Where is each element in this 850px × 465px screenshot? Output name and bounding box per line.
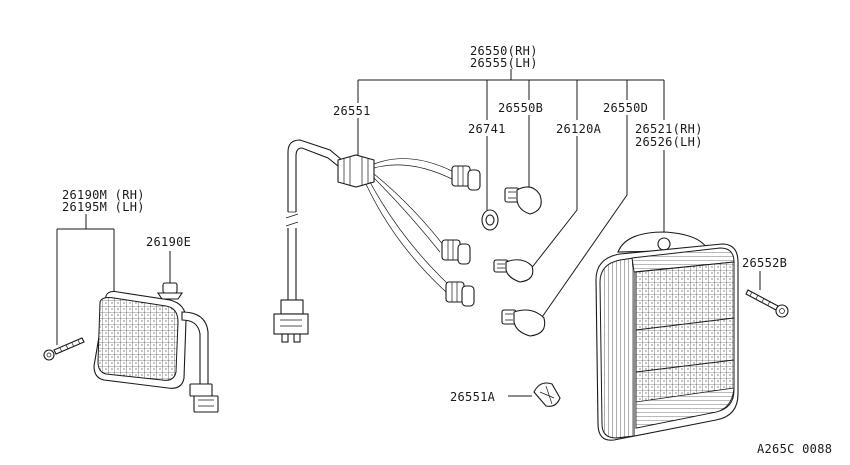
diagram-code: A265C 0088 [757,442,832,456]
label-clip: 26551A [450,390,496,404]
clip-part [533,382,561,407]
label-side-clip: 26190E [146,235,191,249]
socket-1 [451,165,481,191]
label-bulb-d: 26550D [603,101,648,115]
label-bulb-a: 26120A [556,122,602,136]
label-socket: 26741 [468,122,506,136]
socket-2 [441,239,471,265]
bulb-d [501,309,546,337]
label-lens-lh: 26526(LH) [635,135,703,149]
side-clip-part [156,282,184,300]
screw-part [745,289,789,318]
bulb-b [504,186,542,215]
label-screw: 26552B [742,256,787,270]
label-assy-rh: 26550(RH) [470,44,538,58]
label-assy-lh: 26555(LH) [470,56,538,70]
wiring-harness [273,139,481,343]
label-harness: 26551 [333,104,371,118]
rear-combination-lamp [595,231,739,441]
bulb-a [493,259,534,283]
label-group: 26550(RH) 26555(LH) 26551 26550B 26741 2… [62,44,832,456]
leader-lines [56,69,761,397]
label-lens-rh: 26521(RH) [635,122,703,136]
label-side-rh: 26190M (RH) [62,188,145,202]
socket-part [481,209,499,231]
label-side-lh: 26195M (LH) [62,200,145,214]
side-marker-lamp [43,282,219,413]
label-bulb-b: 26550B [498,101,543,115]
socket-3 [445,281,475,307]
